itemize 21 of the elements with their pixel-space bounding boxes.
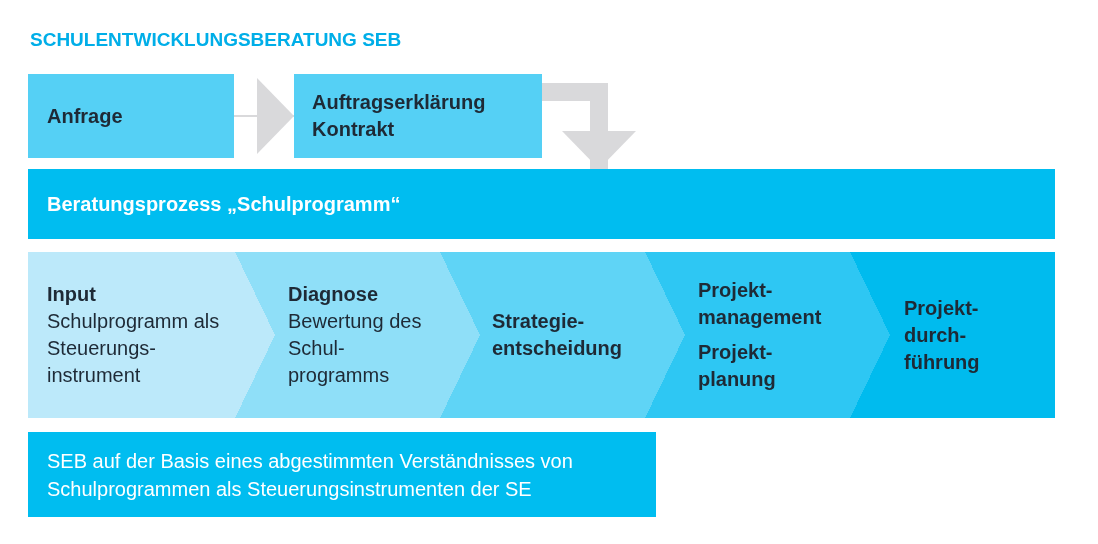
title: SCHULENTWICKLUNGSBERATUNG SEB xyxy=(30,28,402,52)
step-label: Input xyxy=(47,282,97,307)
step-label: Projekt-management xyxy=(698,278,823,330)
arrow xyxy=(542,83,636,169)
step-description: Schulprogramm als Steuerungs-instrument xyxy=(47,309,221,388)
step-label: Diagnose xyxy=(288,282,380,307)
chevron-step xyxy=(28,252,235,418)
step-label: Auftragserklärung Kontrakt xyxy=(312,90,487,142)
step-box xyxy=(294,74,542,158)
note-box xyxy=(28,432,656,517)
step-label: Anfrage xyxy=(47,103,124,129)
step-label: Projekt-durch-führung xyxy=(904,295,981,375)
process-band xyxy=(28,169,1055,239)
step-description: SEB auf der Basis eines abgestimmten Verständnisses von Schulprogrammen als Steuerungsinstrumenten der SE xyxy=(47,448,574,502)
step-label: Beratungsprozess „Schulprogramm“ xyxy=(47,191,402,217)
step-box xyxy=(28,74,234,158)
chevron-step xyxy=(850,252,1055,418)
step-label: Projekt-planung xyxy=(698,340,777,392)
arrow xyxy=(233,78,295,154)
step-label: Strategie-entscheidung xyxy=(492,309,623,361)
step-description: Bewertung des Schul-programms xyxy=(288,309,423,388)
